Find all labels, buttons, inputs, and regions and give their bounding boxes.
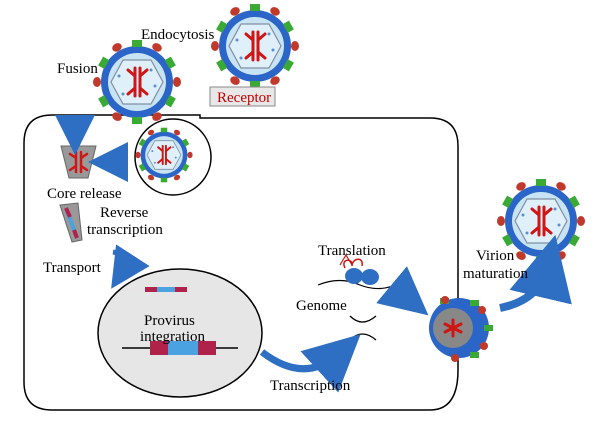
provirus [122, 341, 238, 355]
label-transcription: Transcription [270, 378, 351, 394]
virion-endocytosis [209, 2, 301, 90]
nucleus [97, 268, 263, 398]
budding-virion [429, 296, 493, 362]
cell-membrane [23, 114, 459, 411]
arrow-transport [111, 244, 150, 289]
receptor-box [209, 86, 276, 107]
virion-fusion [91, 38, 183, 126]
label-fusion: Fusion [57, 61, 98, 77]
core-cone [60, 145, 97, 179]
label-translation: Translation [318, 243, 386, 259]
label-reverse: Reverse [100, 205, 149, 221]
label-virion: Virion [476, 248, 515, 264]
label-provirus: Provirus [144, 313, 195, 329]
label-transport: Transport [43, 260, 102, 276]
label-receptor: Receptor [217, 90, 271, 106]
arrow-transcription [259, 334, 361, 393]
label-integration: integration [140, 329, 205, 345]
label-maturation: maturation [463, 266, 528, 282]
arrow-translation [376, 266, 429, 316]
viral-dna [145, 287, 187, 292]
label-core-release: Core release [47, 186, 122, 202]
ribosome [317, 253, 401, 290]
label-endocytosis: Endocytosis [141, 27, 214, 43]
label-reverse-transcription: transcription [87, 222, 163, 238]
rt-cone [59, 202, 83, 243]
genome-strand [349, 315, 377, 323]
genome-strand [349, 333, 377, 341]
arrow-maturation [499, 234, 572, 312]
label-genome: Genome [296, 298, 347, 314]
